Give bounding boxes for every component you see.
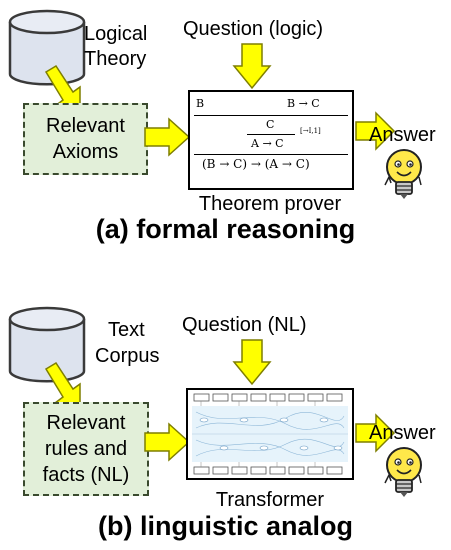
database-cylinder-icon — [8, 306, 86, 383]
question-label: Question (NL) — [182, 314, 307, 336]
caption-a: (a) formal reasoning — [95, 214, 356, 244]
engine-label: Transformer — [215, 489, 325, 511]
proof-premise-left: B — [196, 97, 205, 110]
arrow-down — [232, 339, 272, 386]
answer-label: Answer — [369, 124, 436, 146]
box-line3: facts (NL) — [42, 464, 130, 486]
source-label-line2: Corpus — [95, 345, 160, 367]
box-line1: Relevant — [46, 412, 126, 434]
question-label: Question (logic) — [183, 18, 324, 40]
proof-step-top: C — [266, 118, 275, 131]
arrow-down — [232, 43, 272, 90]
arrow-right-output — [355, 111, 396, 151]
transformer-diagram — [186, 388, 354, 480]
proof-premise-right: B → C — [287, 97, 320, 110]
proof-step-bottom: A → C — [251, 137, 284, 150]
arrow-right-output — [355, 413, 396, 453]
theorem-prover-box: B B → C C A → C [→I,1] (B → C) → (A → C) — [188, 90, 354, 190]
caption-b: (b) linguistic analog — [98, 511, 353, 541]
box-line2: Axioms — [52, 141, 119, 163]
box-line1: Relevant — [46, 115, 125, 137]
lightbulb-icon — [384, 149, 422, 199]
lightbulb-icon — [384, 447, 422, 497]
engine-label: Theorem prover — [198, 193, 342, 215]
relevant-rules-box: Relevant rules and facts (NL) — [23, 402, 149, 496]
answer-label: Answer — [369, 422, 436, 444]
proof-line — [247, 134, 295, 135]
arrow-right-input — [144, 422, 191, 462]
arrow-diagonal — [44, 64, 81, 113]
box-line2: rules and — [44, 438, 128, 460]
arrow-diagonal — [44, 361, 81, 410]
proof-conclusion: (B → C) → (A → C) — [202, 157, 310, 171]
source-label-line1: Text — [108, 319, 145, 341]
proof-rule: [→I,1] — [300, 127, 321, 135]
source-label-line1: Logical — [84, 23, 148, 45]
proof-line — [194, 115, 348, 116]
source-label-line2: Theory — [84, 48, 147, 70]
proof-line — [194, 154, 348, 155]
database-cylinder-icon — [8, 9, 86, 86]
arrow-right-input — [144, 117, 191, 157]
